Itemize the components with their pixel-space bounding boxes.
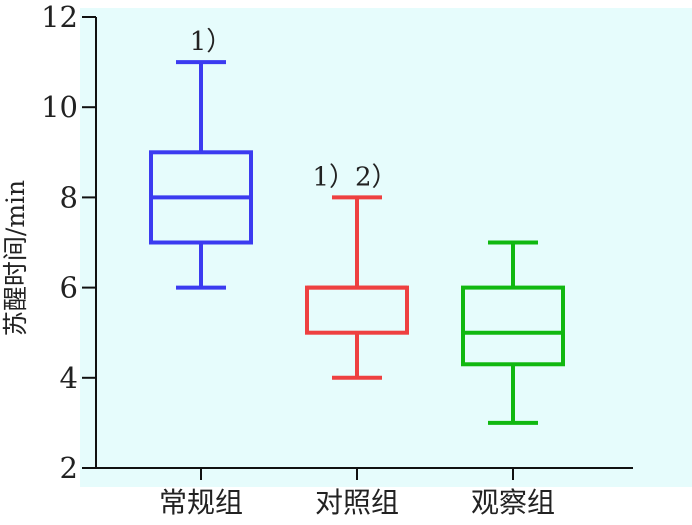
box-3: 观察组 [461, 240, 565, 519]
y-tick-label: 12 [41, 0, 78, 34]
iqr-box [461, 285, 565, 367]
x-tick-label: 观察组 [471, 486, 555, 519]
x-tick-label: 常规组 [159, 486, 243, 519]
y-tick-label: 8 [60, 180, 78, 214]
y-axis-label: 苏醒时间/min [1, 180, 30, 336]
box-1: 常规组 1） [149, 27, 253, 519]
y-tick-label: 4 [60, 361, 78, 395]
y-tick-label: 2 [60, 451, 78, 485]
y-tick-label: 6 [60, 271, 78, 305]
box-2: 对照组 1）2） [305, 162, 409, 519]
x-tick-label: 对照组 [315, 486, 399, 519]
y-tick-label: 10 [41, 90, 78, 124]
significance-annotation: 1）2） [312, 162, 397, 192]
plot-background [80, 8, 692, 487]
significance-annotation: 1） [190, 27, 233, 57]
